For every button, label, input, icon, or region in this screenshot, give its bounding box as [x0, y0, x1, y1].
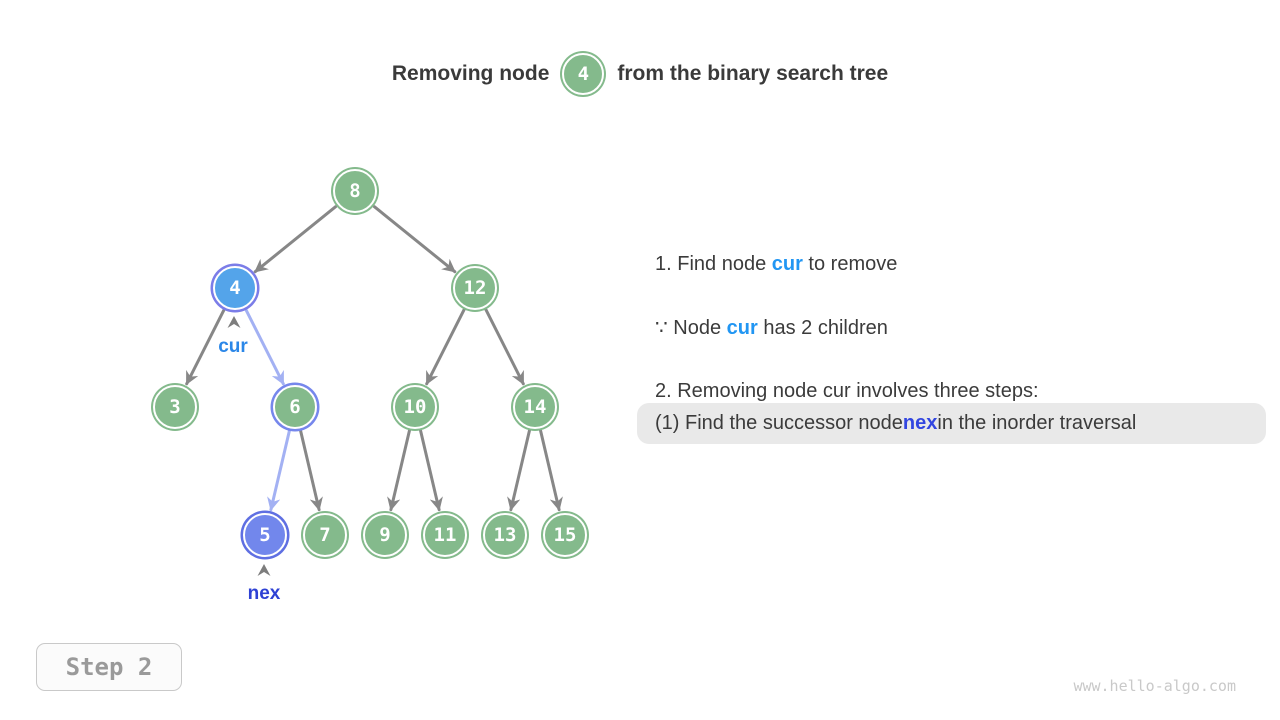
note-line-1: 1. Find node cur to remove: [655, 253, 897, 276]
note-2-post: has 2 children: [757, 317, 888, 339]
node-value: 6: [289, 396, 301, 418]
caret-up-icon-cur: [227, 316, 241, 328]
title-node-value: 4: [577, 63, 590, 85]
edge-12-10: [425, 307, 466, 386]
edge-6-7: [299, 428, 323, 512]
note-1-post: to remove: [802, 253, 898, 275]
tree-node-13: 13: [483, 513, 527, 557]
note-4-pre: (1) Find the successor node: [655, 412, 903, 434]
note-4-var: nex: [902, 412, 938, 434]
note-line-3: 2. Removing node cur involves three step…: [655, 380, 1039, 402]
tree-node-14: 14: [513, 385, 557, 429]
tree-node-4-cur: 4: [213, 266, 257, 310]
tree-node-5-nex: 5: [243, 513, 287, 557]
page-title: Removing node 4 from the binary search t…: [0, 48, 1280, 100]
edge-4-6-highlighted: [244, 307, 285, 386]
edge-12-14: [484, 307, 525, 386]
node-value: 4: [229, 277, 241, 299]
note-1-var: cur: [771, 253, 803, 275]
edge-10-9: [387, 428, 411, 512]
node-value: 5: [259, 524, 271, 546]
node-value: 7: [319, 524, 331, 546]
tree-node-15: 15: [543, 513, 587, 557]
edge-8-12: [372, 205, 457, 274]
note-2-pre: ∵ Node: [655, 317, 727, 339]
tree-node-12: 12: [453, 266, 497, 310]
node-value: 14: [523, 396, 547, 418]
note-line-4-highlighted: (1) Find the successor node nex in the i…: [637, 403, 1266, 444]
node-value: 11: [433, 524, 457, 546]
tree-node-10: 10: [393, 385, 437, 429]
edge-10-11: [419, 428, 443, 512]
edge-4-3: [185, 307, 226, 386]
tree-node-7: 7: [303, 513, 347, 557]
tree-node-9: 9: [363, 513, 407, 557]
nex-pointer-label: nex: [247, 583, 281, 604]
node-value: 13: [493, 524, 517, 546]
note-line-2: ∵ Node cur has 2 children: [655, 315, 888, 340]
edge-8-4: [253, 205, 338, 274]
edge-14-13: [507, 428, 531, 512]
tree-node-11: 11: [423, 513, 467, 557]
node-value: 3: [169, 396, 181, 418]
caret-up-icon-nex: [257, 564, 271, 576]
node-value: 12: [463, 277, 487, 299]
note-2-var: cur: [726, 317, 758, 339]
title-suffix: from the binary search tree: [617, 62, 889, 85]
step-indicator: Step 2: [36, 643, 182, 691]
edge-6-5-highlighted: [267, 428, 291, 512]
node-value: 15: [553, 524, 577, 546]
node-value: 8: [349, 180, 361, 202]
cur-pointer-label: cur: [218, 336, 248, 357]
title-node-badge: 4: [562, 53, 605, 95]
tree-node-3: 3: [153, 385, 197, 429]
title-prefix: Removing node: [391, 62, 550, 85]
note-4-post: in the inorder traversal: [937, 412, 1137, 434]
watermark: www.hello-algo.com: [1073, 677, 1236, 695]
note-1-pre: 1. Find node: [655, 253, 772, 275]
tree-node-6: 6: [273, 385, 317, 429]
edge-14-15: [539, 428, 563, 512]
node-value: 9: [379, 524, 391, 546]
node-value: 10: [403, 396, 427, 418]
tree-edges: [185, 205, 563, 576]
tree-node-8: 8: [333, 169, 377, 213]
